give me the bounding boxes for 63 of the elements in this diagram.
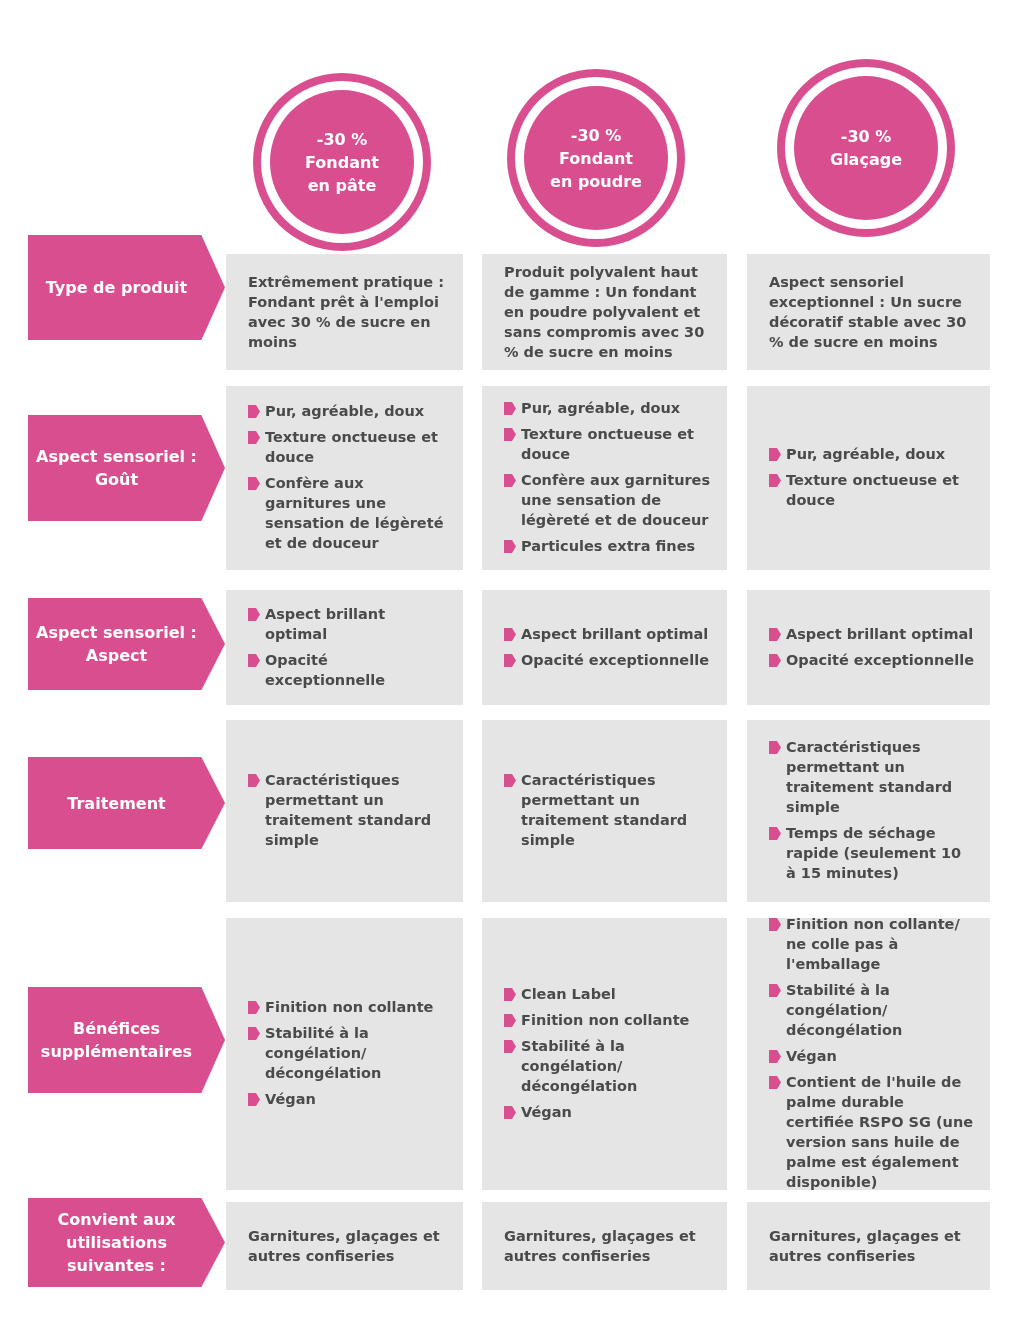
bullet-text: Stabilité à la congélation/ décongélation [521,1037,639,1096]
bullet-text: Opacité exceptionnelle [265,650,387,690]
table-cell [747,918,990,1190]
label-text: Type de produit [45,277,188,299]
label-text: -30 % Fondant en poudre [549,124,643,193]
cell-text: Aspect sensoriel exceptionnel : Un sucre décoratif stable avec 30 % de sucre en moins [769,273,968,352]
table-cell [482,1202,727,1290]
label-text: Aspect sensoriel : Goût [35,446,198,491]
table-cell [747,254,990,370]
bullet-text: Finition non collante [265,998,434,1017]
bullet-text: Caractéristiques permettant un traitement standard simple [786,738,954,817]
cell-text: Garnitures, glaçages et autres confiseries [769,1227,962,1266]
bullet-text: Confère aux garnitures une sensation de légèreté et de douceur [521,471,712,530]
table-cell [747,1202,990,1290]
bullet-text: Finition non collante/ ne colle pas à l'emballage [786,915,961,974]
table-cell [482,918,727,1190]
bullet-text: Stabilité à la congélation/ décongélation [786,981,904,1040]
table-cell [226,590,463,705]
bullet-text: Finition non collante [521,1011,690,1030]
table-cell [747,386,990,570]
table-cell [226,386,463,570]
bullet-text: Aspect brillant optimal [265,604,387,644]
label-text: Aspect sensoriel : Aspect [35,622,198,667]
bullet-text: Contient de l'huile de palme durable certifiée RSPO SG (une version sans huile de palme est également disponible) [786,1073,975,1192]
table-cell [482,254,727,370]
bullet-text: Caractéristiques permettant un traitement standard simple [265,771,433,850]
bullet-text: Végan [786,1047,837,1066]
cell-text: Garnitures, glaçages et autres confiseries [248,1227,441,1266]
label-text: Convient aux utilisations suivantes : [56,1209,177,1277]
bullet-text: Particules extra fines [521,537,696,556]
bullet-text: Opacité exceptionnelle [521,650,709,670]
bullet-text: Aspect brillant optimal [521,624,709,644]
label-text: Bénéfices supplémentaires [39,1018,194,1063]
bullet-text: Texture onctueuse et douce [786,471,960,510]
table-cell [747,720,990,902]
cell-text: Produit polyvalent haut de gamme : Un fondant en poudre polyvalent et sans compromis avec 30 % de sucre en moins [504,263,706,362]
bullet-text: Aspect brillant optimal [786,624,974,644]
table-cell [747,590,990,705]
table-cell [226,720,463,902]
bullet-text: Stabilité à la congélation/ décongélation [265,1024,383,1083]
bullet-text: Pur, agréable, doux [786,445,946,464]
table-cell [482,386,727,570]
table-cell [226,918,463,1190]
table-cell [226,1202,463,1290]
label-text: Traitement [67,792,166,815]
bullet-text: Texture onctueuse et douce [521,425,695,464]
bullet-text: Végan [521,1103,572,1122]
cell-text: Garnitures, glaçages et autres confiseries [504,1227,697,1266]
bullet-text: Végan [265,1090,316,1109]
table-cell [226,254,463,370]
table-cell [482,590,727,705]
label-text: -30 % Fondant en pâte [304,128,380,197]
bullet-text: Texture onctueuse et douce [265,428,439,467]
bullet-text: Caractéristiques permettant un traitement standard simple [521,771,689,850]
bullet-text: Pur, agréable, doux [521,399,681,418]
label-text: -30 % Glaçage [829,126,903,171]
bullet-text: Temps de séchage rapide (seulement 10 à 15 minutes) [786,824,963,883]
bullet-text: Opacité exceptionnelle [786,650,974,670]
cell-text: Extrêmement pratique : Fondant prêt à l'emploi avec 30 % de sucre en moins [248,273,445,352]
bullet-text: Pur, agréable, doux [265,402,425,421]
bullet-text: Confère aux garnitures une sensation de légèreté et de douceur [265,474,445,553]
bullet-text: Clean Label [521,985,616,1004]
table-cell [482,720,727,902]
